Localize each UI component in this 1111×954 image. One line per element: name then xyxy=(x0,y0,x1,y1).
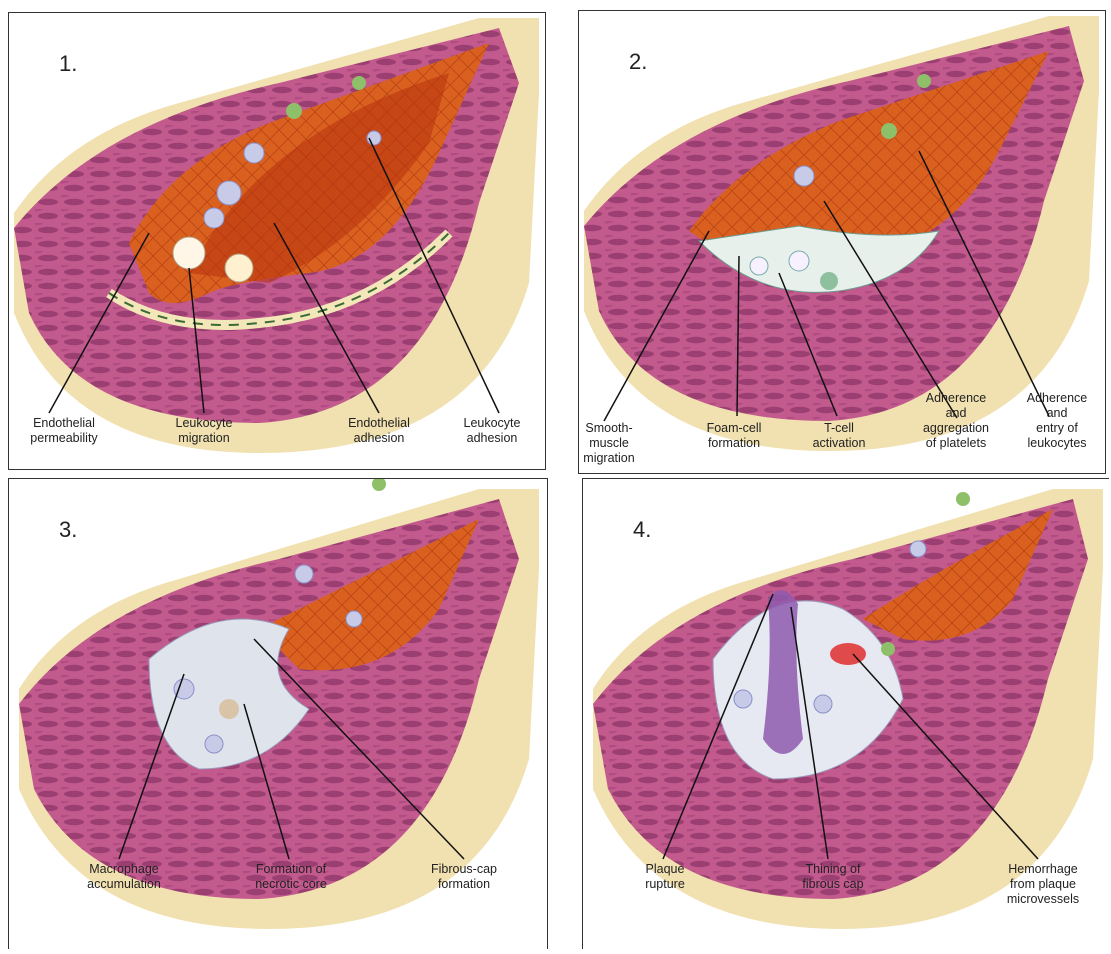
panel-number: 4. xyxy=(633,517,693,543)
label-leukocyte-entry: Adherence and entry of leukocytes xyxy=(1014,391,1100,451)
label-leukocyte-adhesion: Leukocyte adhesion xyxy=(447,416,537,446)
label-endothelial-permeability: Endothelial permeability xyxy=(19,416,109,446)
label-platelet-aggregation: Adherence and aggregation of platelets xyxy=(911,391,1001,451)
label-t-cell-activation: T-cell activation xyxy=(794,421,884,451)
panel-number: 3. xyxy=(59,517,119,543)
panel-3: 3. Macrophage accumulation Formation of … xyxy=(8,478,548,949)
panel-2: 2. Smooth- muscle migration Foam-cell fo… xyxy=(578,10,1106,474)
label-necrotic-core: Formation of necrotic core xyxy=(241,862,341,892)
label-leukocyte-migration: Leukocyte migration xyxy=(159,416,249,446)
label-smooth-muscle-migration: Smooth- muscle migration xyxy=(577,421,641,466)
label-macrophage-accumulation: Macrophage accumulation xyxy=(74,862,174,892)
label-fibrous-cap-formation: Fibrous-cap formation xyxy=(414,862,514,892)
label-plaque-rupture: Plaque rupture xyxy=(625,862,705,892)
label-hemorrhage-microvessels: Hemorrhage from plaque microvessels xyxy=(993,862,1093,907)
label-thinning-fibrous-cap: Thining of fibrous cap xyxy=(788,862,878,892)
artery-illustration xyxy=(9,13,545,469)
label-foam-cell-formation: Foam-cell formation xyxy=(689,421,779,451)
panel-number: 2. xyxy=(629,49,689,75)
panel-1: 1. Endothelial permeability Leukocyte mi… xyxy=(8,12,546,470)
panel-4: 4. Plaque rupture Thining of fibrous cap… xyxy=(582,478,1109,949)
panel-number: 1. xyxy=(59,51,119,77)
label-endothelial-adhesion: Endothelial adhesion xyxy=(334,416,424,446)
